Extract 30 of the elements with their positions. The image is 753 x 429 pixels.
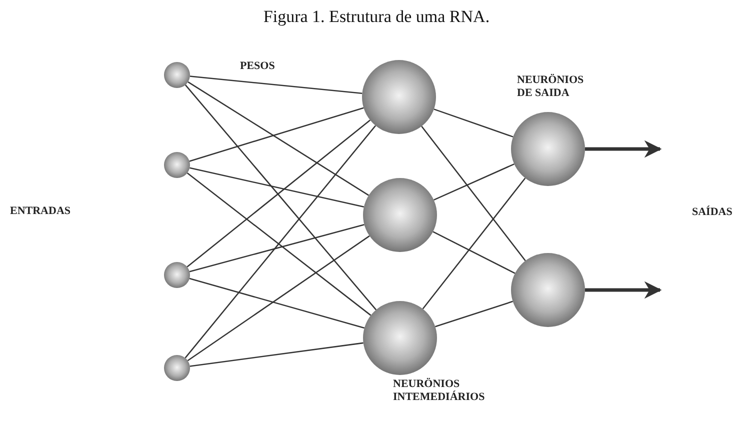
output-arrow xyxy=(585,140,662,158)
output-arrow xyxy=(585,281,662,299)
connection-line xyxy=(189,278,365,329)
connection-line xyxy=(422,178,526,310)
connection-line xyxy=(190,167,364,208)
connection-line xyxy=(188,81,369,196)
layer-label: ENTRADAS xyxy=(10,205,71,218)
connection-line xyxy=(190,76,362,94)
connection-line xyxy=(190,342,364,367)
connection-line xyxy=(186,172,372,316)
layer-label: NEURÖNIOS INTEMEDIÁRIOS xyxy=(393,378,486,404)
connection-line xyxy=(187,235,370,362)
connection-line xyxy=(432,231,516,274)
neuron-sphere xyxy=(164,152,190,178)
connection-line xyxy=(189,107,364,162)
neuron-sphere xyxy=(164,355,190,381)
connection-line xyxy=(184,125,376,358)
connection-line xyxy=(435,300,513,328)
connection-line xyxy=(189,224,364,272)
connection-line xyxy=(186,120,371,268)
figure-title: Figura 1. Estrutura de uma RNA. xyxy=(262,7,491,27)
layer-label: NEURÖNIOS DE SAIDA xyxy=(517,74,585,100)
neuron-sphere xyxy=(164,62,190,88)
layer-label: PESOS xyxy=(240,60,275,73)
neuron-sphere xyxy=(164,262,190,288)
connection-line xyxy=(421,126,526,262)
layer-label: SAÍDAS xyxy=(692,206,732,219)
connection-line xyxy=(434,163,514,201)
connection-line xyxy=(434,108,514,138)
connection-line xyxy=(184,84,377,310)
